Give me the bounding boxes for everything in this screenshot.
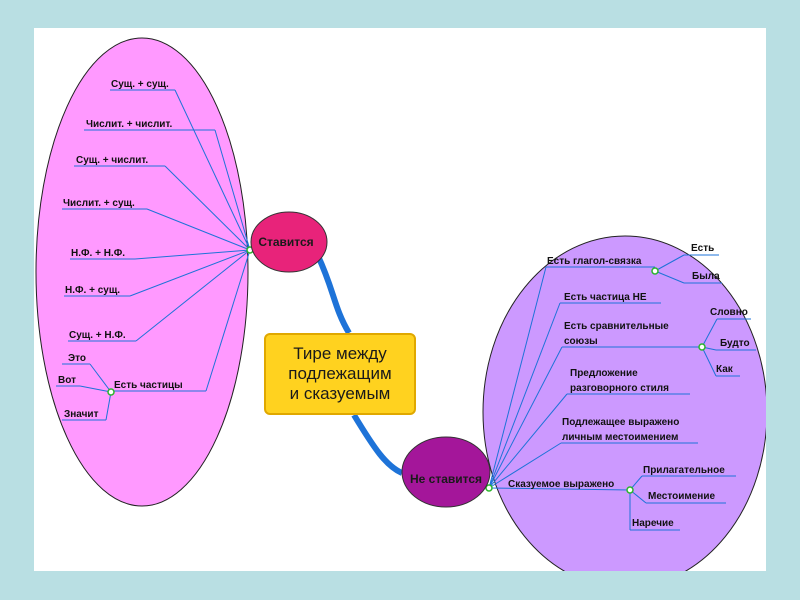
particles-junction [107,388,115,396]
center-topic-line2: подлежащим [288,364,392,383]
right-colloquial-line1: Предложение [570,368,638,379]
hub-right-label: Не ставится [410,472,482,486]
hub-left-node [250,211,328,273]
right-comparative-child-3: Как [716,364,734,375]
left-branches [56,89,251,421]
right-link-verb: Есть глагол-связка [547,256,642,267]
left-item-1: Сущ. + сущ. [111,79,169,90]
right-predicate-child-2: Местоимение [648,491,715,502]
left-item-8: Есть частицы [114,380,183,391]
connector-center-to-right-hub [351,413,404,476]
right-comparative-child-2: Будто [720,338,750,349]
right-colloquial-line2: разговорного стиля [570,383,669,394]
particle-2: Вот [58,375,76,386]
particle-1: Это [68,353,86,364]
mind-map-diagram: Ставится Не ставится Сущ. + сущ. Числит.… [35,37,766,571]
right-comparative-line2: союзы [564,336,598,347]
link-verb-junction [651,267,659,275]
left-item-5: Н.Ф. + Н.Ф. [71,248,125,259]
mind-map-canvas: Ставится Не ставится Сущ. + сущ. Числит.… [34,28,766,571]
left-item-2: Числит. + числит. [86,119,172,130]
right-predicate-child-3: Наречие [632,518,674,529]
right-link-verb-child-2: Была [692,271,720,282]
center-topic-line3: и сказуемым [289,384,391,403]
right-link-verb-child-1: Есть [691,243,714,254]
right-particle-ne: Есть частица НЕ [564,292,647,303]
center-topic-box: Тире между подлежащим и сказуемым [264,333,416,415]
connector-center-to-left-hub [315,254,352,335]
left-item-3: Сущ. + числит. [76,155,148,166]
comparative-junction [698,343,706,351]
particle-3: Значит [64,409,99,420]
right-ellipse [482,235,766,571]
right-branches [488,254,756,531]
right-hub-junction [485,484,493,492]
left-item-6: Н.Ф. + сущ. [65,285,120,296]
right-predicate: Сказуемое выражено [508,479,614,490]
center-topic-line1: Тире между [293,344,387,363]
right-comparative-child-1: Словно [710,307,748,318]
left-item-4: Числит. + сущ. [63,198,135,209]
left-ellipse [35,37,249,507]
left-item-7: Сущ. + Н.Ф. [69,330,126,341]
right-pronoun-line2: личным местоимением [562,432,678,443]
right-comparative-line1: Есть сравнительные [564,321,669,332]
hub-right-node [401,436,491,508]
right-pronoun-line1: Подлежащее выражено [562,417,679,428]
predicate-junction [626,486,634,494]
hub-left-label: Ставится [258,235,313,249]
right-predicate-child-1: Прилагательное [643,465,725,476]
